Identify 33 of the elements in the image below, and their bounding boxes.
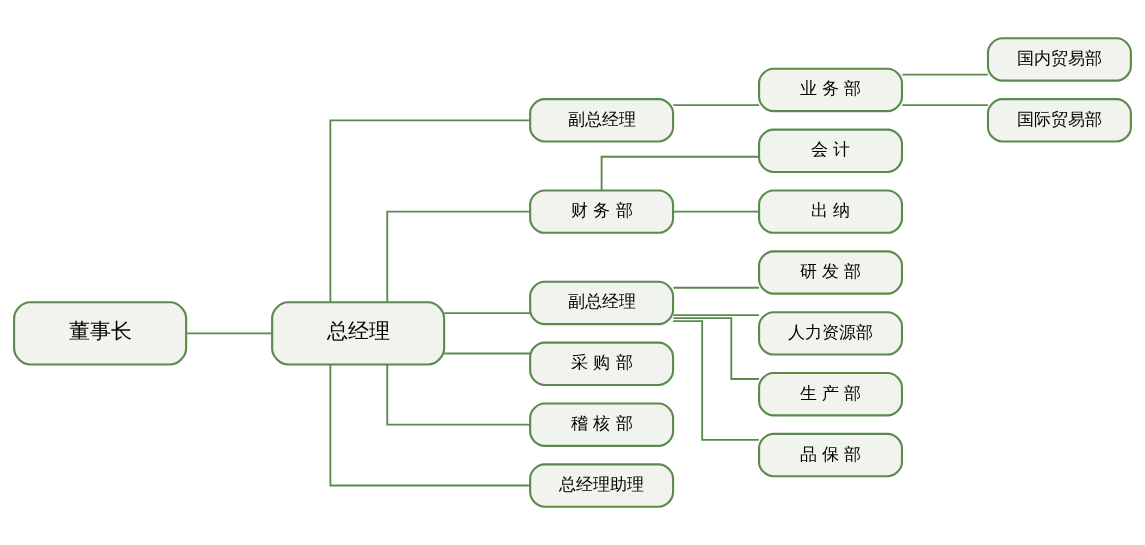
connector: [443, 312, 531, 315]
node-box: 国内贸易部: [986, 37, 1132, 82]
connector: [672, 104, 760, 107]
node-box: 生 产 部: [758, 372, 904, 417]
node-box: 财 务 部: [529, 189, 675, 234]
node-box: 出 纳: [758, 189, 904, 234]
connector: [901, 73, 989, 76]
connector: [600, 155, 760, 191]
node-box: 董事长: [13, 301, 188, 366]
node-box: 研 发 部: [758, 250, 904, 295]
node-box: 总经理助理: [529, 463, 675, 508]
node-box: 稽 核 部: [529, 402, 675, 447]
node-box: 采 购 部: [529, 341, 675, 387]
node-box: 国际贸易部: [986, 98, 1132, 143]
node-box: 业 务 部: [758, 67, 904, 113]
node-box: 人力资源部: [758, 311, 904, 356]
connector: [901, 104, 989, 107]
node-box: 会 计: [758, 128, 904, 173]
node-box: 副总经理: [529, 98, 675, 143]
connector: [329, 363, 531, 487]
connector: [672, 320, 760, 441]
connector: [443, 352, 531, 355]
node-box: 品 保 部: [758, 432, 904, 478]
connector: [185, 332, 273, 335]
connector: [672, 210, 760, 213]
connector: [386, 363, 531, 426]
node-box: 总经理: [271, 301, 446, 366]
connector: [672, 314, 760, 317]
node-box: 副总经理: [529, 280, 675, 326]
connector: [672, 286, 760, 289]
connector: [329, 119, 531, 303]
connector: [386, 210, 531, 303]
connector: [672, 317, 760, 380]
